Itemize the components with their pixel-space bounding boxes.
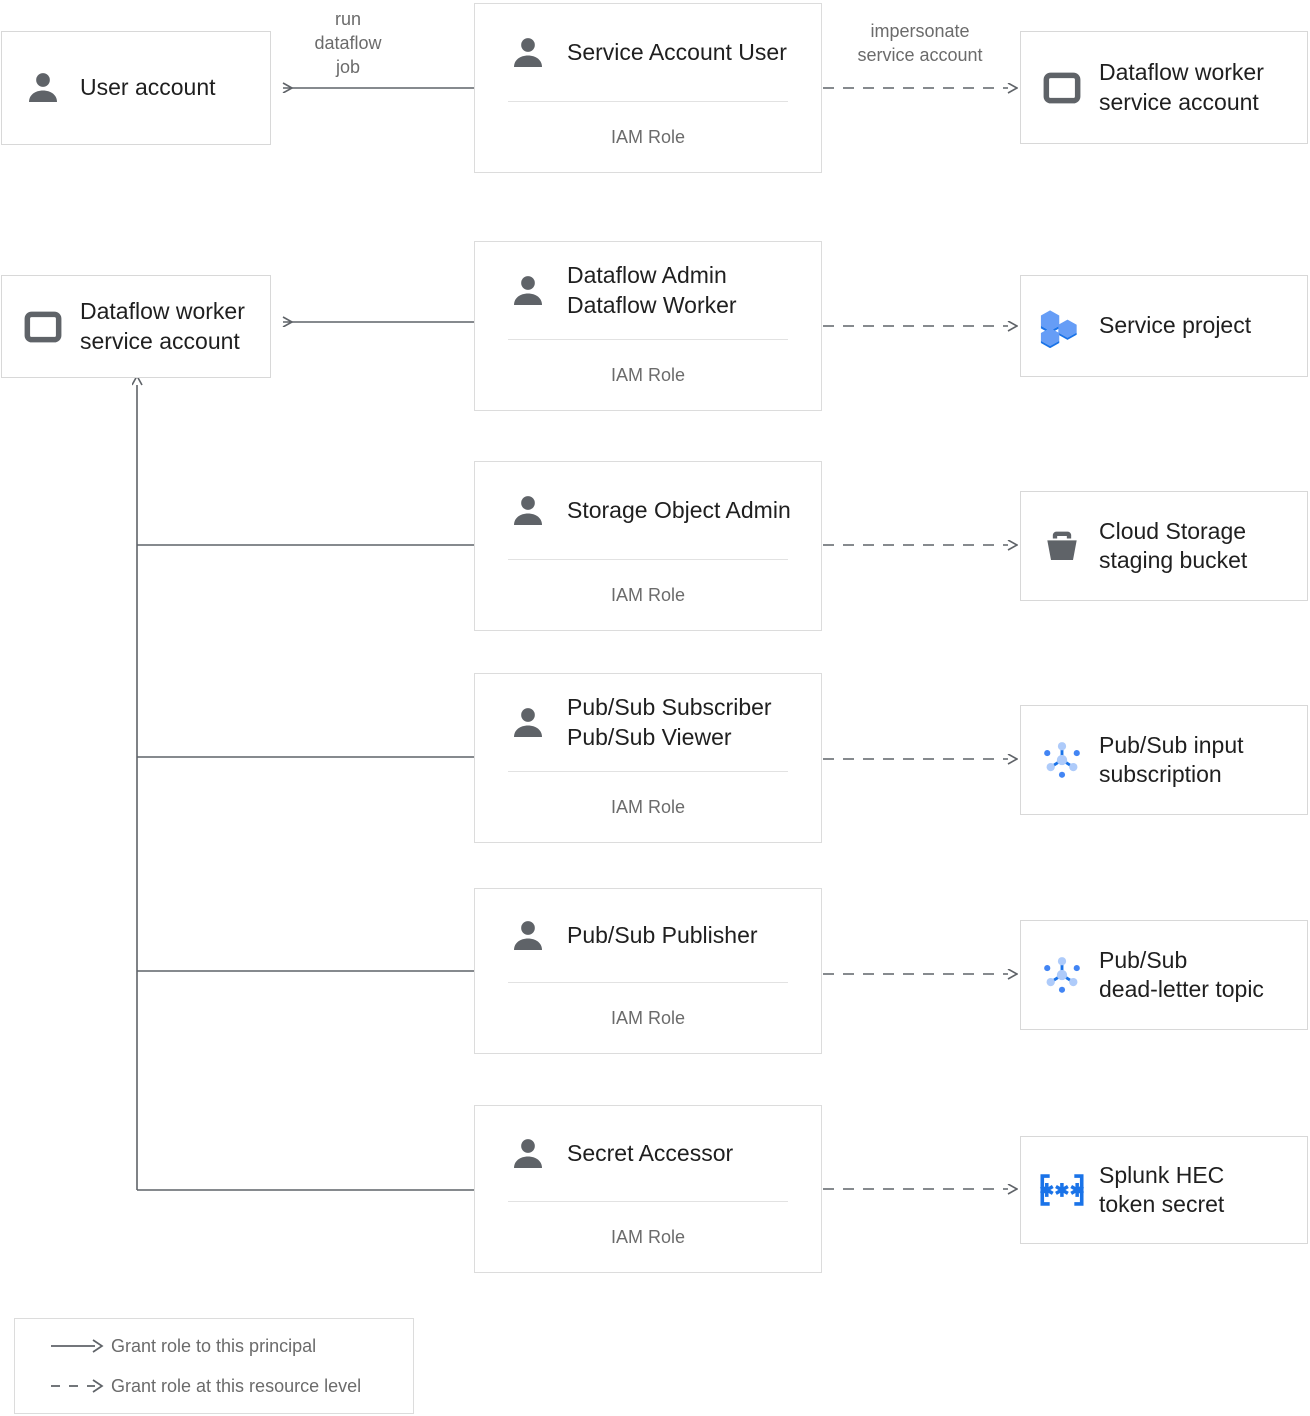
node-splunk-hec-token-secret[interactable]: ✱✱✱ Splunk HEC token secret	[1020, 1136, 1308, 1244]
role-card-title: Service Account User	[567, 38, 787, 65]
secret-icon: ✱✱✱	[1039, 1167, 1085, 1213]
role-card-title: Pub/Sub Subscriber Pub/Sub Viewer	[567, 694, 772, 750]
person-icon	[505, 488, 551, 534]
node-label: Splunk HEC token secret	[1099, 1161, 1225, 1217]
pubsub-icon	[1039, 737, 1085, 783]
role-card-footer: IAM Role	[610, 584, 686, 605]
person-icon	[505, 30, 551, 76]
role-card-pubsub-publisher[interactable]: Pub/Sub Publisher IAM Role	[474, 888, 822, 1054]
role-card-title: Dataflow Admin Dataflow Worker	[567, 262, 737, 318]
solid-arrow-icon	[49, 1338, 111, 1354]
node-label: Dataflow worker service account	[80, 298, 245, 354]
role-card-service-account-user[interactable]: Service Account User IAM Role	[474, 3, 822, 173]
person-icon	[505, 913, 551, 959]
role-card-header: Secret Accessor	[475, 1106, 821, 1201]
node-dataflow-worker-service-account-resource[interactable]: Dataflow worker service account	[1020, 31, 1308, 144]
node-user-account[interactable]: User account	[1, 31, 271, 145]
service-account-icon	[1039, 65, 1085, 111]
role-card-divider	[508, 1201, 788, 1202]
node-label: Cloud Storage staging bucket	[1099, 517, 1248, 573]
role-card-footer: IAM Role	[610, 1007, 686, 1028]
pubsub-icon	[1039, 952, 1085, 998]
role-card-storage-object-admin[interactable]: Storage Object Admin IAM Role	[474, 461, 822, 631]
role-card-header: Pub/Sub Subscriber Pub/Sub Viewer	[475, 674, 821, 771]
role-card-title: Secret Accessor	[567, 1139, 734, 1166]
role-card-title: Pub/Sub Publisher	[567, 921, 758, 948]
role-card-secret-accessor[interactable]: Secret Accessor IAM Role	[474, 1105, 822, 1273]
role-card-footer: IAM Role	[610, 1226, 686, 1247]
node-pubsub-dead-letter-topic[interactable]: Pub/Sub dead-letter topic	[1020, 920, 1308, 1030]
role-card-divider	[508, 982, 788, 983]
legend-label: Grant role to this principal	[111, 1335, 317, 1356]
person-icon	[505, 700, 551, 746]
role-card-divider	[508, 559, 788, 560]
node-label: Dataflow worker service account	[1099, 59, 1264, 115]
role-card-header: Dataflow Admin Dataflow Worker	[475, 242, 821, 339]
person-icon	[505, 1131, 551, 1177]
role-card-pubsub-subscriber-viewer[interactable]: Pub/Sub Subscriber Pub/Sub Viewer IAM Ro…	[474, 673, 822, 843]
dashed-arrow-icon	[49, 1378, 111, 1394]
role-card-header: Storage Object Admin	[475, 462, 821, 559]
edge-label-run-dataflow-job: run dataflow job	[314, 9, 382, 77]
role-card-footer: IAM Role	[610, 796, 686, 817]
node-label: Service project	[1099, 312, 1252, 339]
role-card-header: Pub/Sub Publisher	[475, 889, 821, 982]
legend-label: Grant role at this resource level	[111, 1375, 362, 1396]
service-account-icon	[20, 304, 66, 350]
node-service-project[interactable]: Service project	[1020, 275, 1308, 377]
role-card-divider	[508, 101, 788, 102]
project-hexagons-icon	[1039, 303, 1085, 349]
node-label: User account	[80, 74, 216, 101]
role-card-footer: IAM Role	[610, 126, 686, 147]
role-card-header: Service Account User	[475, 4, 821, 101]
node-pubsub-input-subscription[interactable]: Pub/Sub input subscription	[1020, 705, 1308, 815]
person-icon	[505, 268, 551, 314]
node-label: Pub/Sub dead-letter topic	[1099, 946, 1264, 1002]
node-label: Pub/Sub input subscription	[1099, 731, 1244, 787]
role-card-footer: IAM Role	[610, 364, 686, 385]
legend-item-dashed: Grant role at this resource level	[49, 1371, 413, 1401]
legend: Grant role to this principal Grant role …	[14, 1318, 414, 1414]
role-card-divider	[508, 771, 788, 772]
role-card-divider	[508, 339, 788, 340]
node-dataflow-worker-service-account[interactable]: Dataflow worker service account	[1, 275, 271, 378]
person-icon	[20, 65, 66, 111]
role-card-dataflow-admin-worker[interactable]: Dataflow Admin Dataflow Worker IAM Role	[474, 241, 822, 411]
svg-text:✱✱✱: ✱✱✱	[1039, 1181, 1084, 1201]
bucket-icon	[1039, 523, 1085, 569]
role-card-title: Storage Object Admin	[567, 496, 791, 523]
node-cloud-storage-bucket[interactable]: Cloud Storage staging bucket	[1020, 491, 1308, 601]
legend-item-solid: Grant role to this principal	[49, 1331, 413, 1361]
edge-label-impersonate-service-account: impersonate service account	[857, 21, 983, 65]
